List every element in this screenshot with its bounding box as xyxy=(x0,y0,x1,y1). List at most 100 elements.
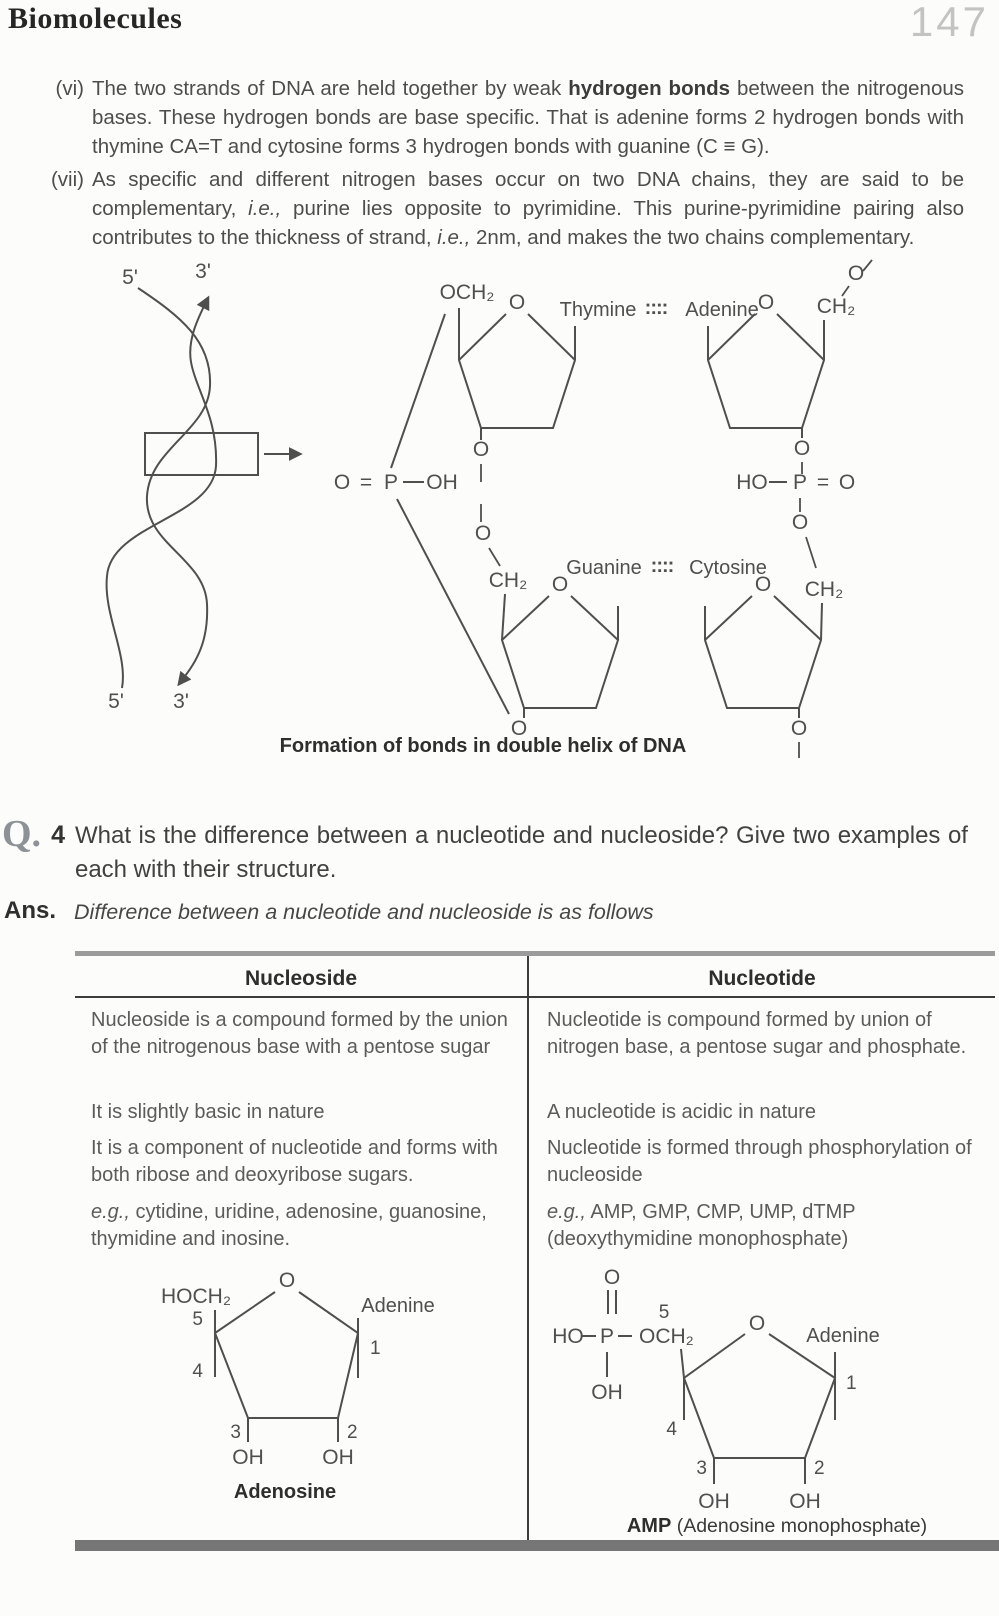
base-pair-guanine-cytosine: Guanine :::: Cytosine xyxy=(566,555,767,579)
paragraph-vii-text: As specific and different nitrogen bases… xyxy=(92,165,964,252)
amp-structure: O 5 HO P OCH₂ OH O Adenine 1 4 xyxy=(552,1266,927,1537)
page-number: 147 xyxy=(909,0,989,45)
hydroxyl-label: OH xyxy=(591,1381,623,1404)
paragraph-vii-label: (vii) xyxy=(50,168,84,191)
table-cell: Nucleotide is formed through phosphoryla… xyxy=(527,1126,995,1190)
dna-figure-canvas: 5' 3' 5' 3' OCH₂ O Thymine :::: Adenine … xyxy=(105,259,873,758)
ring-oxygen-label: O xyxy=(552,573,568,596)
pentagon-outline xyxy=(682,1333,837,1459)
bond-ch2-ring xyxy=(501,593,506,641)
phosphorus-label: P xyxy=(793,471,807,494)
pentagon-outline xyxy=(213,1291,360,1419)
backbone-diagonal-upper xyxy=(390,313,446,469)
helix-label-5prime-top: 5' xyxy=(122,266,138,289)
carbon-2-number: 2 xyxy=(814,1458,825,1479)
question-marker: Q. xyxy=(2,813,42,855)
ring-oxygen-label: O xyxy=(509,291,525,314)
adenosine-structure: HOCH₂ O 5 4 Adenine 1 3 2 OH OH Adenosin… xyxy=(161,1269,435,1503)
cytosine-sugar-ring: O O xyxy=(703,573,823,758)
chain-oxygen-label: O xyxy=(792,511,808,534)
hydroxyl-label: OH xyxy=(322,1446,354,1469)
table-cell: Nucleotide is compound formed by union o… xyxy=(527,998,995,1090)
pentagon-outline xyxy=(706,313,826,429)
base-pair-thymine-adenine: Thymine :::: Adenine xyxy=(560,297,759,321)
question-text: What is the difference between a nucleot… xyxy=(74,822,968,883)
chain-oxygen-label: O xyxy=(473,438,489,461)
helix-label-3prime-top: 3' xyxy=(195,260,211,283)
table-cell: Nucleoside is a compound formed by the u… xyxy=(91,1009,508,1058)
paragraph-vii-i2: i.e., xyxy=(437,226,471,249)
paragraph-list: (vi) The two strands of DNA are held tog… xyxy=(0,74,999,252)
carbon-3-number: 3 xyxy=(230,1422,241,1443)
guanine-label: Guanine xyxy=(566,557,642,579)
page-header: Biomolecules 147 xyxy=(0,0,999,48)
helix-label-5prime-bottom: 5' xyxy=(108,690,124,713)
eg-prefix: e.g., xyxy=(547,1201,586,1223)
paragraph-vii-i1: i.e., xyxy=(248,197,282,220)
eg-prefix: e.g., xyxy=(91,1201,130,1223)
question-number: 4 xyxy=(51,821,65,849)
amp-caption-bold: AMP xyxy=(627,1515,671,1537)
answer-marker: Ans. xyxy=(4,897,57,924)
table-header-nucleoside: Nucleoside xyxy=(75,956,527,998)
carbon-1-number: 1 xyxy=(370,1338,381,1359)
adenine-sugar-ring: O CH₂ O xyxy=(706,259,873,438)
table-cell: It is slightly basic in nature xyxy=(91,1101,325,1123)
carbon-2-number: 2 xyxy=(347,1422,358,1443)
phosphorus-label: P xyxy=(384,471,398,494)
eg-text: AMP, GMP, CMP, UMP, dTMP (deoxythymidine… xyxy=(547,1201,856,1250)
chain-oxygen-label: O xyxy=(791,717,807,740)
ch2-label: CH₂ xyxy=(805,578,843,601)
phosphate-oxygen-label: O xyxy=(604,1266,620,1289)
table-bottom-border xyxy=(75,1540,999,1551)
paragraph-vi-text: The two strands of DNA are held together… xyxy=(92,74,964,161)
hydroxyl-ho-label: HO xyxy=(736,471,768,494)
bond-ch2-ring xyxy=(820,602,823,641)
figure-caption: Adenosine xyxy=(234,1481,336,1503)
hydrogen-bond-dots: :::: xyxy=(651,555,674,577)
carbon-5-number: 5 xyxy=(192,1309,203,1330)
bond-ch2-o xyxy=(841,285,850,297)
paragraph-vi-label: (vi) xyxy=(55,77,84,100)
amp-caption-rest: (Adenosine monophosphate) xyxy=(671,1515,927,1537)
bond-o-ch2 xyxy=(805,536,817,569)
comparison-table: Nucleoside Nucleotide Nucleoside is a co… xyxy=(75,951,995,1540)
paragraph-vi: (vi) The two strands of DNA are held tog… xyxy=(0,74,999,161)
ring-oxygen-label: O xyxy=(749,1312,765,1335)
table-header-nucleotide: Nucleotide xyxy=(527,956,995,998)
question-block: Q. 4 What is the difference between a nu… xyxy=(0,813,999,887)
chapter-title: Biomolecules xyxy=(8,2,183,35)
ring-oxygen-label: O xyxy=(758,291,774,314)
och2-label: OCH₂ xyxy=(440,281,495,304)
hydrogen-bond-dots: :::: xyxy=(645,297,668,319)
phosphate-oxygen-label: O xyxy=(839,471,855,494)
chain-oxygen-label: O xyxy=(511,717,527,740)
hydroxyl-ho-label: HO xyxy=(552,1325,584,1348)
figure-caption: AMP (Adenosine monophosphate) xyxy=(627,1515,927,1537)
helix-strand-a xyxy=(137,287,212,687)
bond-o-up xyxy=(862,259,873,272)
chain-oxygen-label: O xyxy=(794,437,810,460)
pentagon-outline xyxy=(703,595,823,709)
guanine-sugar-ring: O O xyxy=(500,573,620,740)
ring-oxygen-label: O xyxy=(279,1269,295,1292)
backbone-diagonal-lower xyxy=(396,498,510,715)
table-cell: e.g., cytidine, uridine, adenosine, guan… xyxy=(75,1190,527,1252)
helix-strand-b xyxy=(105,295,218,689)
hydroxyl-label: OH xyxy=(232,1446,264,1469)
paragraph-vii-t3: 2nm, and makes the two chains complement… xyxy=(470,226,915,249)
carbon-1-number: 1 xyxy=(846,1373,857,1394)
figure-caption: Formation of bonds in double helix of DN… xyxy=(280,735,687,757)
phosphate-oxygen-label: O xyxy=(334,471,350,494)
answer-block: Ans. Difference between a nucleotide and… xyxy=(0,897,999,925)
table-cell: e.g., AMP, GMP, CMP, UMP, dTMP (deoxythy… xyxy=(527,1190,995,1252)
figure-dna-double-helix: 5' 3' 5' 3' OCH₂ O Thymine :::: Adenine … xyxy=(0,256,999,761)
chain-oxygen-label: O xyxy=(848,262,864,285)
ch2-label: CH₂ xyxy=(817,295,855,318)
hydroxyl-label: OH xyxy=(789,1490,821,1513)
bond-och2-ring xyxy=(680,1348,685,1379)
double-bond-sign: = xyxy=(817,471,829,494)
thymine-sugar-ring: OCH₂ O xyxy=(440,281,577,440)
figure-amp-cell: O 5 HO P OCH₂ OH O Adenine 1 4 xyxy=(527,1252,995,1540)
adenine-label: Adenine xyxy=(685,299,758,321)
